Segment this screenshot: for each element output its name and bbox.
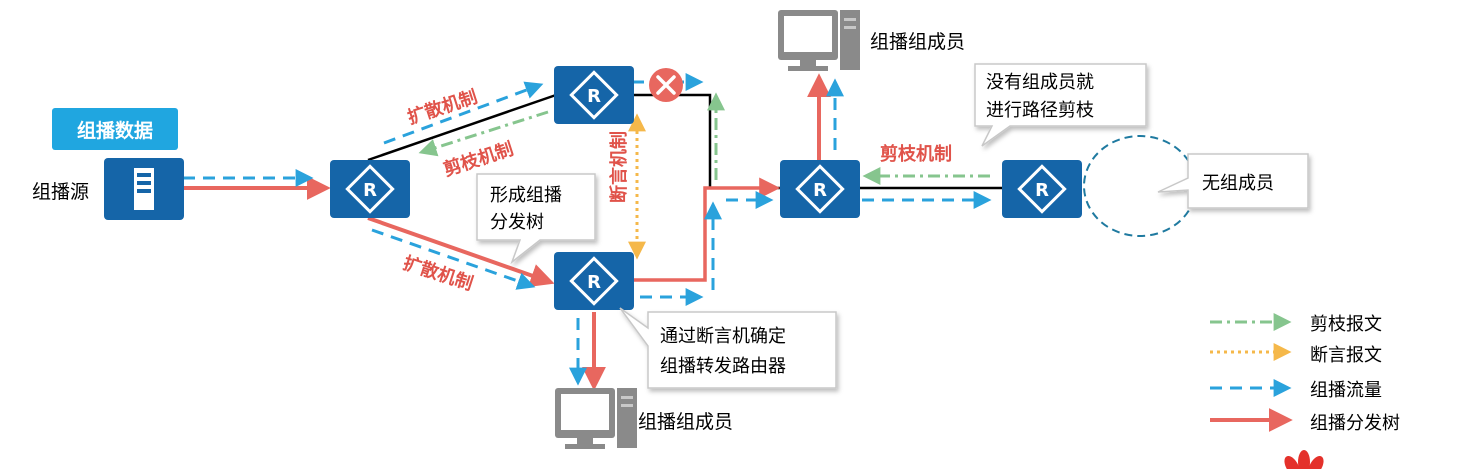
router-r1[interactable]: R xyxy=(330,160,410,218)
callout-assert-line2: 组播转发路由器 xyxy=(660,356,786,377)
flood-label-lower: 扩散机制 xyxy=(400,252,475,295)
prune-label-right: 剪枝机制 xyxy=(880,143,952,165)
router-mark: R xyxy=(1035,180,1049,201)
traffic-r1-r3 xyxy=(371,228,536,290)
legend-prune-label: 剪枝报文 xyxy=(1310,314,1382,335)
legend: 剪枝报文 断言报文 组播流量 组播分发树 xyxy=(1210,313,1400,434)
link-r1-r2 xyxy=(367,93,557,162)
router-r2[interactable]: R xyxy=(554,66,634,124)
distribution-tree xyxy=(183,73,831,391)
assert-label-vertical: 断言机制 xyxy=(608,131,630,203)
prune-messages xyxy=(418,92,990,185)
callout-no-member-prune: 没有组成员就 进行路径剪枝 xyxy=(974,63,1147,147)
callout-assert-router: 通过断言机确定 组播转发路由器 xyxy=(619,307,837,389)
router-mark: R xyxy=(587,86,601,107)
traffic-r1-r2 xyxy=(383,81,544,145)
callout-form-tree-line1: 形成组播 xyxy=(490,185,562,206)
router-mark: R xyxy=(363,180,377,201)
logo-icon xyxy=(1284,450,1324,469)
source-label: 组播源 xyxy=(32,181,89,203)
router-mark: R xyxy=(813,180,827,201)
callout-form-tree: 形成组播 分发树 xyxy=(476,173,596,265)
legend-tree-label: 组播分发树 xyxy=(1310,413,1400,434)
multicast-data-label: 组播数据 xyxy=(77,119,153,142)
member-top-label: 组播组成员 xyxy=(870,31,965,53)
callout-prune-line2: 进行路径剪枝 xyxy=(986,100,1094,121)
pruned-x-icon xyxy=(649,68,683,102)
tree-r1-r3 xyxy=(367,216,555,287)
callout-prune-line1: 没有组成员就 xyxy=(986,72,1094,93)
router-r3[interactable]: R xyxy=(554,252,634,310)
legend-assert-label: 断言报文 xyxy=(1310,345,1382,366)
legend-traffic-label: 组播流量 xyxy=(1310,380,1382,401)
link-r2-r4 xyxy=(632,93,780,190)
callout-no-member-text: 无组成员 xyxy=(1202,173,1274,194)
router-r5[interactable]: R xyxy=(1002,160,1082,218)
multicast-data-badge: 组播数据 xyxy=(52,108,178,150)
pc-icon-top[interactable] xyxy=(778,10,860,71)
callout-assert-line1: 通过断言机确定 xyxy=(660,326,786,347)
source-server-icon[interactable] xyxy=(104,158,184,220)
router-mark: R xyxy=(587,272,601,293)
member-bottom-label: 组播组成员 xyxy=(638,411,733,433)
multicast-traffic xyxy=(183,73,992,386)
router-r4[interactable]: R xyxy=(780,160,860,218)
prune-r2-r1 xyxy=(418,110,549,157)
callout-no-member: 无组成员 xyxy=(1157,153,1309,209)
pc-icon-bottom[interactable] xyxy=(555,388,637,449)
callout-form-tree-line2: 分发树 xyxy=(490,212,544,233)
tree-r3-r4 xyxy=(632,177,781,282)
